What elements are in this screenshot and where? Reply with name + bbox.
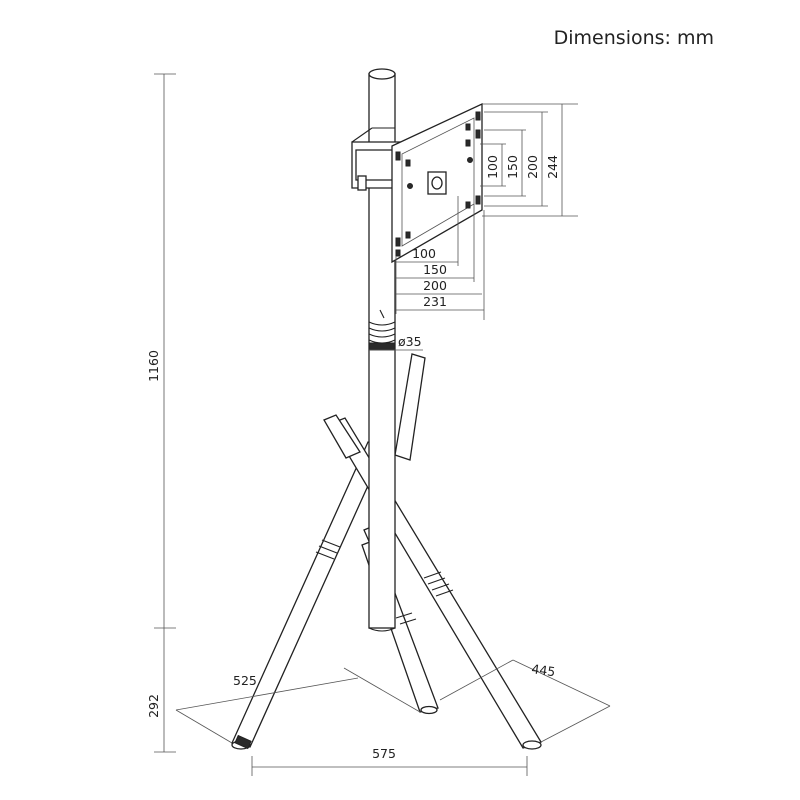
label-vesa-v-150: 150 [505,155,520,179]
label-base-width: 575 [372,746,396,761]
label-vesa-h-200: 200 [423,278,447,293]
mount-bracket [351,102,483,264]
dimension-lines [154,73,611,776]
dimension-labels: 1160 292 575 525 445 ø35 100 150 200 231… [146,155,560,761]
label-vesa-h-231: 231 [423,294,447,309]
label-leg-right: 445 [531,661,557,679]
label-vesa-v-100: 100 [485,155,500,179]
label-vesa-h-100: 100 [412,246,436,261]
label-leg-left: 525 [233,673,257,688]
leg-front-left [231,441,386,748]
label-base-height: 292 [146,694,161,718]
label-vesa-h-150: 150 [423,262,447,277]
leg-stub-left [323,414,361,459]
label-vesa-v-244: 244 [545,155,560,179]
leg-stub-right [394,353,426,461]
units-title: Dimensions: mm [553,27,714,49]
leg-front-right [329,417,542,749]
label-vesa-v-200: 200 [525,155,540,179]
label-pole-diameter: ø35 [398,334,422,349]
label-total-height: 1160 [146,350,161,382]
